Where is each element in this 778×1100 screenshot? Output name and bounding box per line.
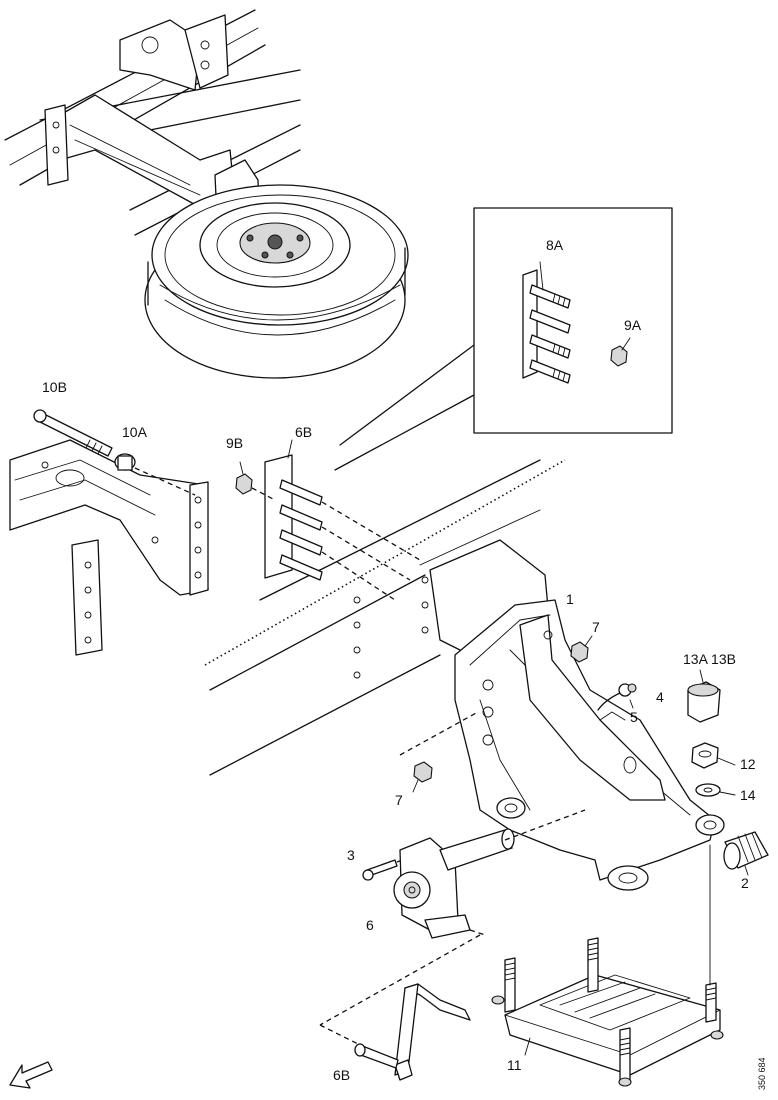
callout-9A: 9A (624, 317, 642, 333)
crank-handle-drawing (319, 983, 471, 1081)
small-parts-drawing (362, 635, 769, 881)
winch-part-6-drawing (319, 809, 586, 1026)
callout-7-mid: 7 (395, 792, 403, 808)
callout-6: 6 (366, 917, 374, 933)
left-frame-drawing (9, 409, 209, 656)
callout-10A: 10A (122, 424, 147, 440)
spare-wheel-drawing (144, 184, 409, 379)
callout-9B: 9B (226, 435, 244, 451)
inset-studs (529, 284, 571, 384)
callout-6B-top: 6B (295, 424, 313, 440)
front-direction-arrow-icon (9, 1061, 53, 1089)
callout-6B-bottom: 6B (333, 1067, 351, 1083)
callout-1: 1 (566, 591, 574, 607)
detail-inset (334, 207, 673, 471)
callout-8A: 8A (546, 237, 564, 253)
callout-2: 2 (741, 875, 749, 891)
callout-13A-13B: 13A 13B (683, 651, 736, 667)
callout-10B: 10B (42, 379, 67, 395)
chassis-frame-drawing (4, 9, 301, 256)
callout-7-top: 7 (592, 619, 600, 635)
callout-11: 11 (507, 1057, 522, 1073)
callout-3: 3 (347, 847, 355, 863)
callout-14: 14 (740, 787, 756, 803)
callout-4: 4 (656, 689, 664, 705)
plate-6b-drawing (235, 439, 421, 601)
callout-12: 12 (740, 756, 756, 772)
main-bracket-drawing (399, 599, 725, 891)
callout-5: 5 (630, 709, 638, 725)
reference-code: 350 684 (757, 1057, 767, 1090)
stud-plate-11-drawing (491, 844, 724, 1087)
